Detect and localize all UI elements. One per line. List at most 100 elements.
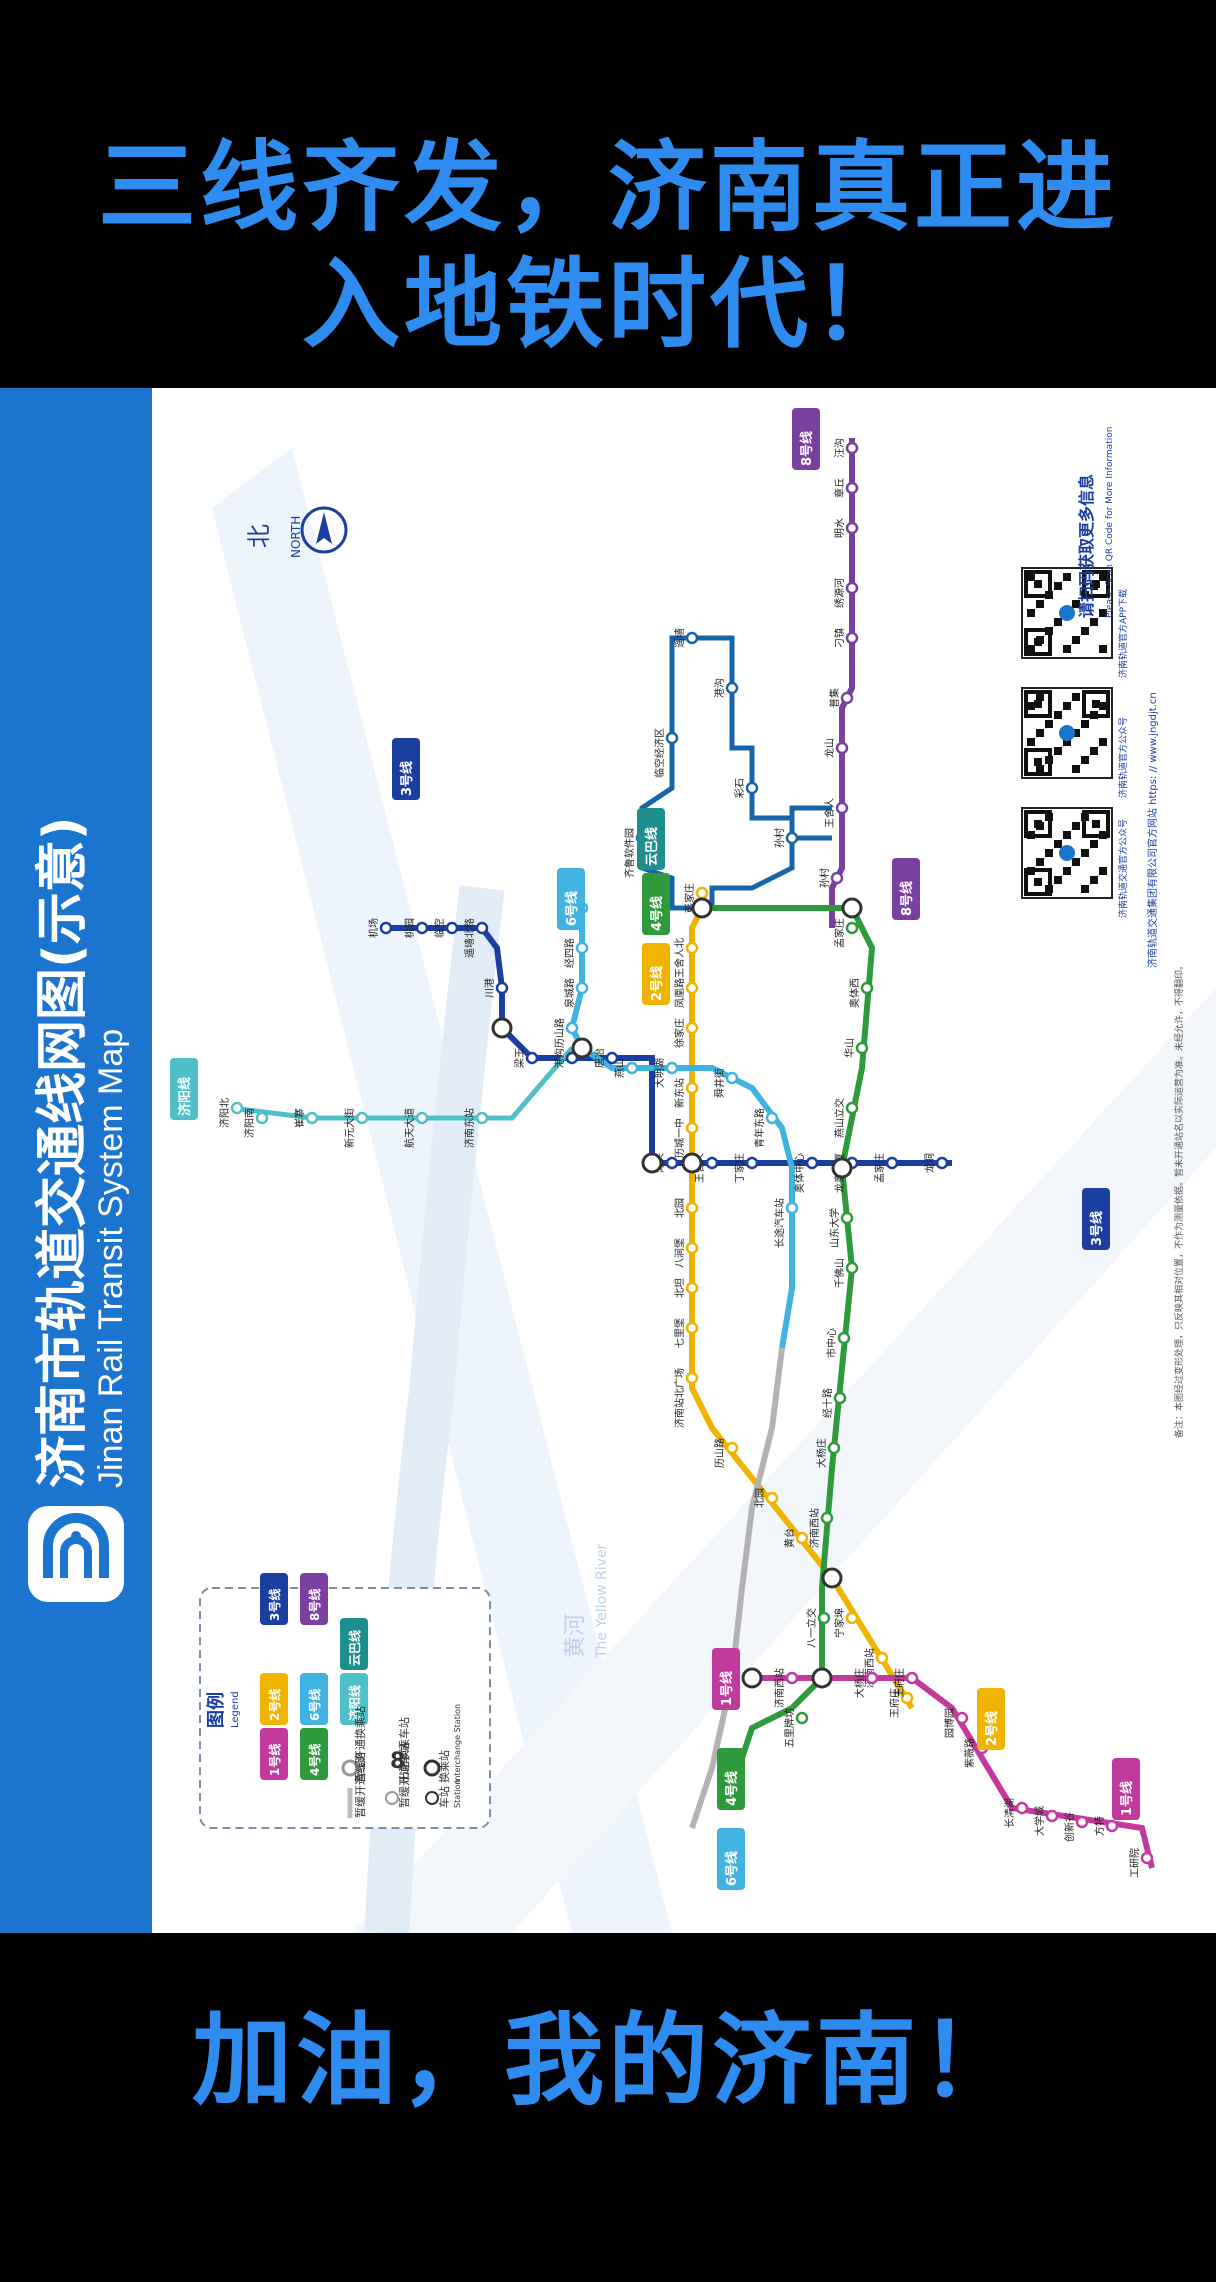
station-label-group: 济南西站 (808, 1508, 821, 1548)
station-label: 崔寨 (293, 1108, 306, 1128)
legend-line-swatch: 2号线 (260, 1673, 288, 1725)
station-label-group: 泉城路 (563, 978, 576, 1008)
station-label: 梁王 (513, 1048, 526, 1068)
station-marker (1075, 1815, 1089, 1829)
station-marker (875, 1651, 889, 1665)
station-label: 宁家埠 (833, 1608, 846, 1638)
station-marker (845, 1101, 859, 1115)
station-label: 大明湖 (653, 1058, 666, 1088)
station-label-group: 济南站北广场 (673, 1368, 686, 1428)
legend-line-swatch: 1号线 (260, 1728, 288, 1780)
station-label: 遥墙 (673, 628, 686, 648)
station-marker (685, 1121, 699, 1135)
website-text: 济南轨道交通集团有限公司官方网站 https: // www.jngdjt.cn (1146, 692, 1159, 968)
station-label-group: 大杨庄 (853, 1668, 866, 1698)
station-label: 孙村 (818, 868, 831, 888)
station-label: 汪沟 (833, 438, 846, 458)
station-label-group: 王舍人北 (673, 938, 686, 978)
station-label: 刁镇 (833, 628, 846, 648)
station-label: 历山路 (553, 1018, 566, 1048)
station-label-group: 创新谷 (1063, 1812, 1076, 1842)
station-label: 普集 (828, 688, 841, 708)
legend-title-en: Legend (230, 1691, 241, 1728)
station-marker (685, 981, 699, 995)
station-marker (840, 691, 854, 705)
station-marker (765, 1111, 779, 1125)
station-label: 彩石 (734, 778, 746, 798)
station-marker (845, 1261, 859, 1275)
station-label-group: 紫薇路 (963, 1738, 976, 1768)
station-label: 新东站 (673, 1078, 686, 1108)
station-label: 遥墙北路 (463, 918, 476, 958)
station-label: 孟家庄 (833, 918, 846, 948)
station-label: 长清湖 (1003, 1798, 1016, 1828)
station-marker (379, 921, 393, 935)
station-marker (575, 941, 589, 955)
station-label-group: 机场 (367, 918, 380, 938)
station-marker (745, 781, 759, 795)
station-label-group: 临空 (433, 918, 446, 938)
map-note: 备注：本图经过变形处理，只反映其相对位置，不作为测量依据。暂未开通站名以实际运营… (1173, 961, 1185, 1438)
station-label-group: 济南东站 (463, 1108, 476, 1148)
station-label-group: 五里牌坊 (783, 1708, 796, 1748)
station-marker (725, 1071, 739, 1085)
station-label: 临空 (433, 918, 446, 938)
station-label-group: 奥体中心 (793, 1153, 806, 1193)
station-label-group: 遥墙北路 (463, 918, 476, 958)
station-marker (685, 1241, 699, 1255)
station-label-group: 大学城 (1033, 1806, 1046, 1836)
station-label: 明水 (834, 518, 846, 538)
station-marker (685, 1201, 699, 1215)
station-label: 川港 (484, 978, 496, 998)
station-label-group: 孟家庄 (873, 1153, 886, 1183)
station-label-group: 普集 (828, 688, 841, 708)
station-label: 龙山 (823, 738, 836, 758)
station-label-group: 新东站 (673, 1078, 686, 1108)
line-tag: 8号线 (792, 408, 820, 470)
station-marker (255, 1111, 269, 1125)
legend-line-label: 济阳线 (347, 1685, 362, 1721)
station-label: 华山 (843, 1038, 856, 1058)
station-label-group: 大明湖 (653, 1058, 666, 1088)
line-tag-label: 2号线 (984, 1711, 1000, 1746)
station-label-group: 长途汽车站 (773, 1198, 786, 1248)
station-label-group: 王舍人 (823, 798, 836, 828)
station-label: 历山路 (713, 1438, 726, 1468)
station-marker (625, 1061, 639, 1075)
station-label-group: 七里堡 (673, 1318, 686, 1348)
legend-line-label: 1号线 (267, 1744, 282, 1776)
legend-title-cn: 图例 (205, 1692, 227, 1728)
station-marker (685, 941, 699, 955)
legend-line-swatch: 8号线 (300, 1573, 328, 1625)
jiyang-line-route (231, 1046, 574, 1121)
station-marker (845, 481, 859, 495)
station-marker (415, 921, 429, 935)
station-label-group: 黄台 (783, 1528, 796, 1548)
station-marker (835, 801, 849, 815)
line-tag-label: 8号线 (799, 431, 815, 466)
line-1-route (752, 1675, 1155, 1869)
station-label-group: 奥体西 (848, 978, 861, 1008)
legend-line-swatch: 云巴线 (340, 1618, 368, 1670)
station-label-group: 青年东路 (753, 1108, 766, 1148)
station-marker (475, 921, 489, 935)
station-marker (765, 1491, 779, 1505)
station-marker (685, 1081, 699, 1095)
station-label: 北坦 (673, 1278, 686, 1298)
station-layer: 机场桃园临空遥墙北路川港梁王港沟唐冶龙洞孟家庄龙奥大厦奥体中心丁家庄王舍人滩头彭… (218, 438, 1154, 1878)
legend-planned-interchange-cn: 出站换乘车站 (397, 1717, 411, 1783)
station-label: 济南东站 (463, 1108, 476, 1148)
station-marker (1140, 1851, 1154, 1865)
yunba-line-route (639, 635, 832, 911)
station-label: 济南站北广场 (673, 1368, 686, 1428)
station-label: 王府庄 (888, 1688, 901, 1718)
station-label: 燕山 (614, 1058, 626, 1078)
line-tag: 1号线 (712, 1648, 740, 1710)
station-label: 黄台 (783, 1528, 796, 1548)
line-tag: 云巴线 (637, 808, 665, 870)
station-label: 创新谷 (1063, 1812, 1076, 1842)
station-label: 大学城 (1033, 1806, 1046, 1836)
station-label: 八一立交 (805, 1608, 818, 1648)
station-label: 临空经济区 (653, 728, 666, 778)
